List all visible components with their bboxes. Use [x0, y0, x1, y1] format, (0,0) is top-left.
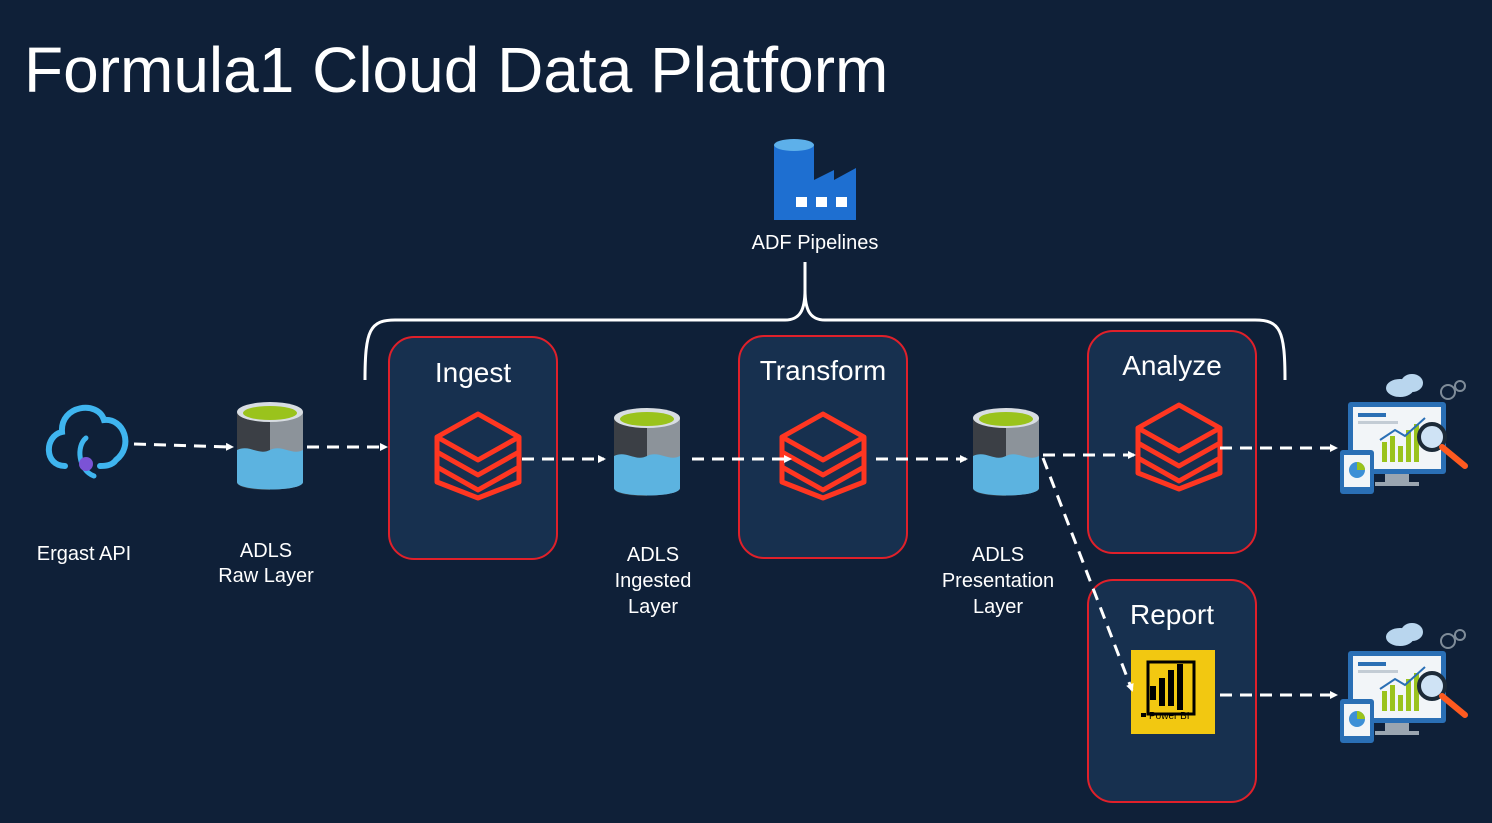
- cloud-api-icon: [45, 404, 129, 479]
- storage-bucket-icon: [973, 408, 1039, 496]
- power-bi-label: Power BI: [1149, 711, 1190, 722]
- stage-transform-box: Transform: [738, 335, 908, 559]
- dashboard-analytics-icon: [1340, 374, 1468, 494]
- adf-pipelines-label: ADF Pipelines: [751, 232, 879, 254]
- flow-arrow-api-to-raw: [133, 442, 234, 451]
- stage-report-box: Report: [1087, 579, 1257, 803]
- stage-analyze-box: Analyze: [1087, 330, 1257, 554]
- dashboard-analytics-icon: [1340, 623, 1468, 743]
- storage-bucket-icon: [237, 402, 303, 490]
- adls-ingested-label: ADLS Ingested Layer: [614, 544, 692, 618]
- stage-analyze-label: Analyze: [1122, 350, 1222, 381]
- adls-presentation-label: ADLS Presentation Layer: [941, 544, 1055, 618]
- stage-transform-label: Transform: [759, 355, 887, 386]
- page-title: Formula1 Cloud Data Platform: [24, 34, 889, 106]
- power-bi-icon: Power BI: [1131, 650, 1215, 734]
- ergast-api-label: Ergast API: [36, 543, 132, 565]
- stage-report-label: Report: [1129, 599, 1215, 630]
- stage-ingest-label: Ingest: [434, 357, 512, 388]
- adls-raw-label: ADLS Raw Layer: [218, 540, 314, 587]
- storage-bucket-icon: [614, 408, 680, 496]
- stage-ingest-box: Ingest: [388, 336, 558, 560]
